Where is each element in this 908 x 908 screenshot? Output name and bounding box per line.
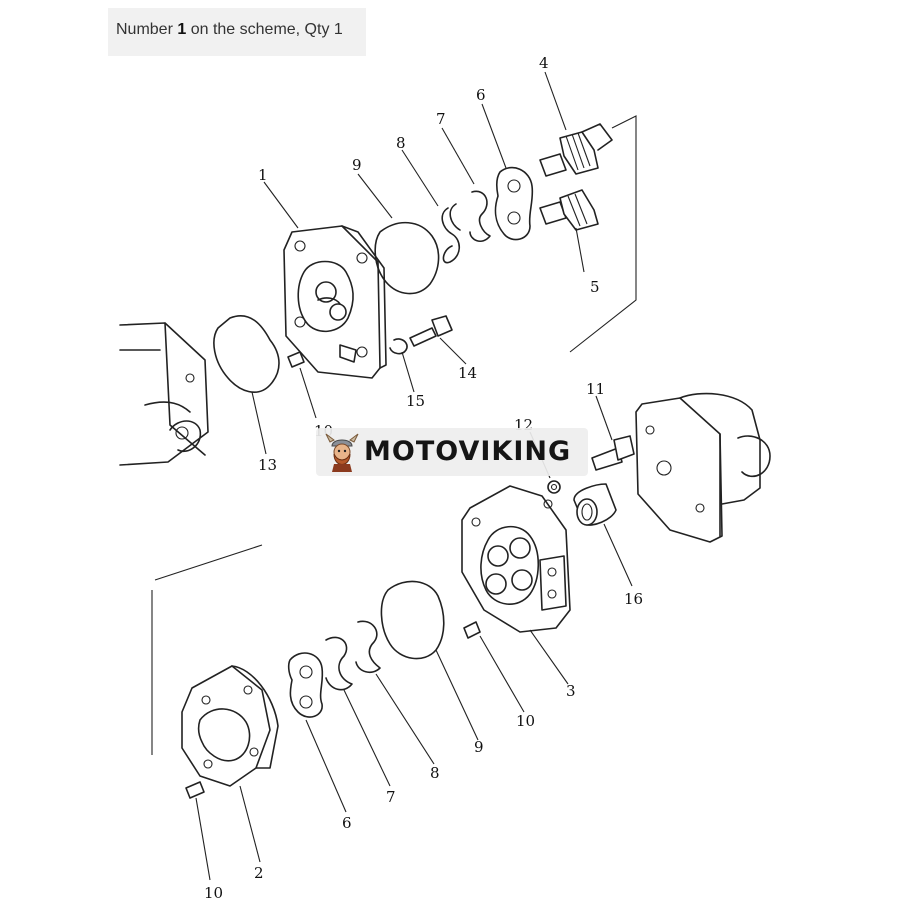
gasket-9-top <box>374 221 440 295</box>
dowel-pin-10-bottom <box>185 781 205 799</box>
part-caption: Number 1 on the scheme, Qty 1 <box>116 21 343 39</box>
seal-ring-8-bottom <box>355 620 381 674</box>
callout-13: 13 <box>258 456 277 474</box>
drive-gear-4 <box>539 123 613 177</box>
callout-15: 15 <box>406 392 425 410</box>
washer-15 <box>389 338 408 355</box>
dowel-pin-10-top <box>287 351 305 368</box>
callout-5: 5 <box>590 278 600 296</box>
callout-1: 1 <box>258 166 268 184</box>
caption-suffix: on the scheme, Qty 1 <box>186 21 343 38</box>
callout-8-bottom: 8 <box>430 764 440 782</box>
callout-2: 2 <box>254 864 264 882</box>
callout-14: 14 <box>458 364 477 382</box>
callout-6-top: 6 <box>476 86 486 104</box>
callout-7-bottom: 7 <box>386 788 396 806</box>
leader-lines <box>195 71 633 881</box>
callout-7-top: 7 <box>436 110 446 128</box>
left-pump-body <box>119 322 209 466</box>
sleeve-16 <box>573 483 617 526</box>
gasket-9-bottom <box>380 580 445 660</box>
bracket-line-bottom <box>154 544 263 581</box>
viking-mascot-icon <box>325 433 359 472</box>
callout-10-bottom: 10 <box>204 884 223 902</box>
front-cover-1 <box>283 225 387 379</box>
callout-10-mid: 10 <box>516 712 535 730</box>
callout-9-top: 9 <box>352 156 362 174</box>
callout-3: 3 <box>566 682 576 700</box>
caption-part-number: 1 <box>177 21 187 38</box>
seal-ring-8-top <box>441 207 461 264</box>
caption-box: Number 1 on the scheme, Qty 1 <box>108 8 366 56</box>
callout-6-bottom: 6 <box>342 814 352 832</box>
right-pump-body <box>635 392 771 543</box>
driven-gear-5 <box>539 189 599 231</box>
callout-8-top: 8 <box>396 134 406 152</box>
bushing-plate-6-top <box>494 166 534 241</box>
caption-prefix: Number <box>116 21 178 38</box>
bushing-plate-6-bottom <box>287 652 324 718</box>
washer-12 <box>547 480 561 494</box>
bolt-11 <box>591 435 635 471</box>
gear-housing-3 <box>461 485 571 633</box>
dowel-pin-10-mid <box>463 621 481 639</box>
bracket-line-top <box>569 115 637 353</box>
bolt-14 <box>409 315 453 347</box>
backup-ring-7-bottom <box>325 636 353 691</box>
watermark-text: MOTOVIKING <box>364 436 572 467</box>
callout-16: 16 <box>624 590 643 608</box>
callout-11: 11 <box>586 380 605 398</box>
watermark-badge: MOTOVIKING <box>316 428 588 476</box>
callout-9-bottom: 9 <box>474 738 484 756</box>
rear-cover-2 <box>181 665 279 787</box>
gasket-13 <box>213 315 280 393</box>
backup-ring-7-top <box>469 190 491 243</box>
callout-4: 4 <box>539 54 549 72</box>
